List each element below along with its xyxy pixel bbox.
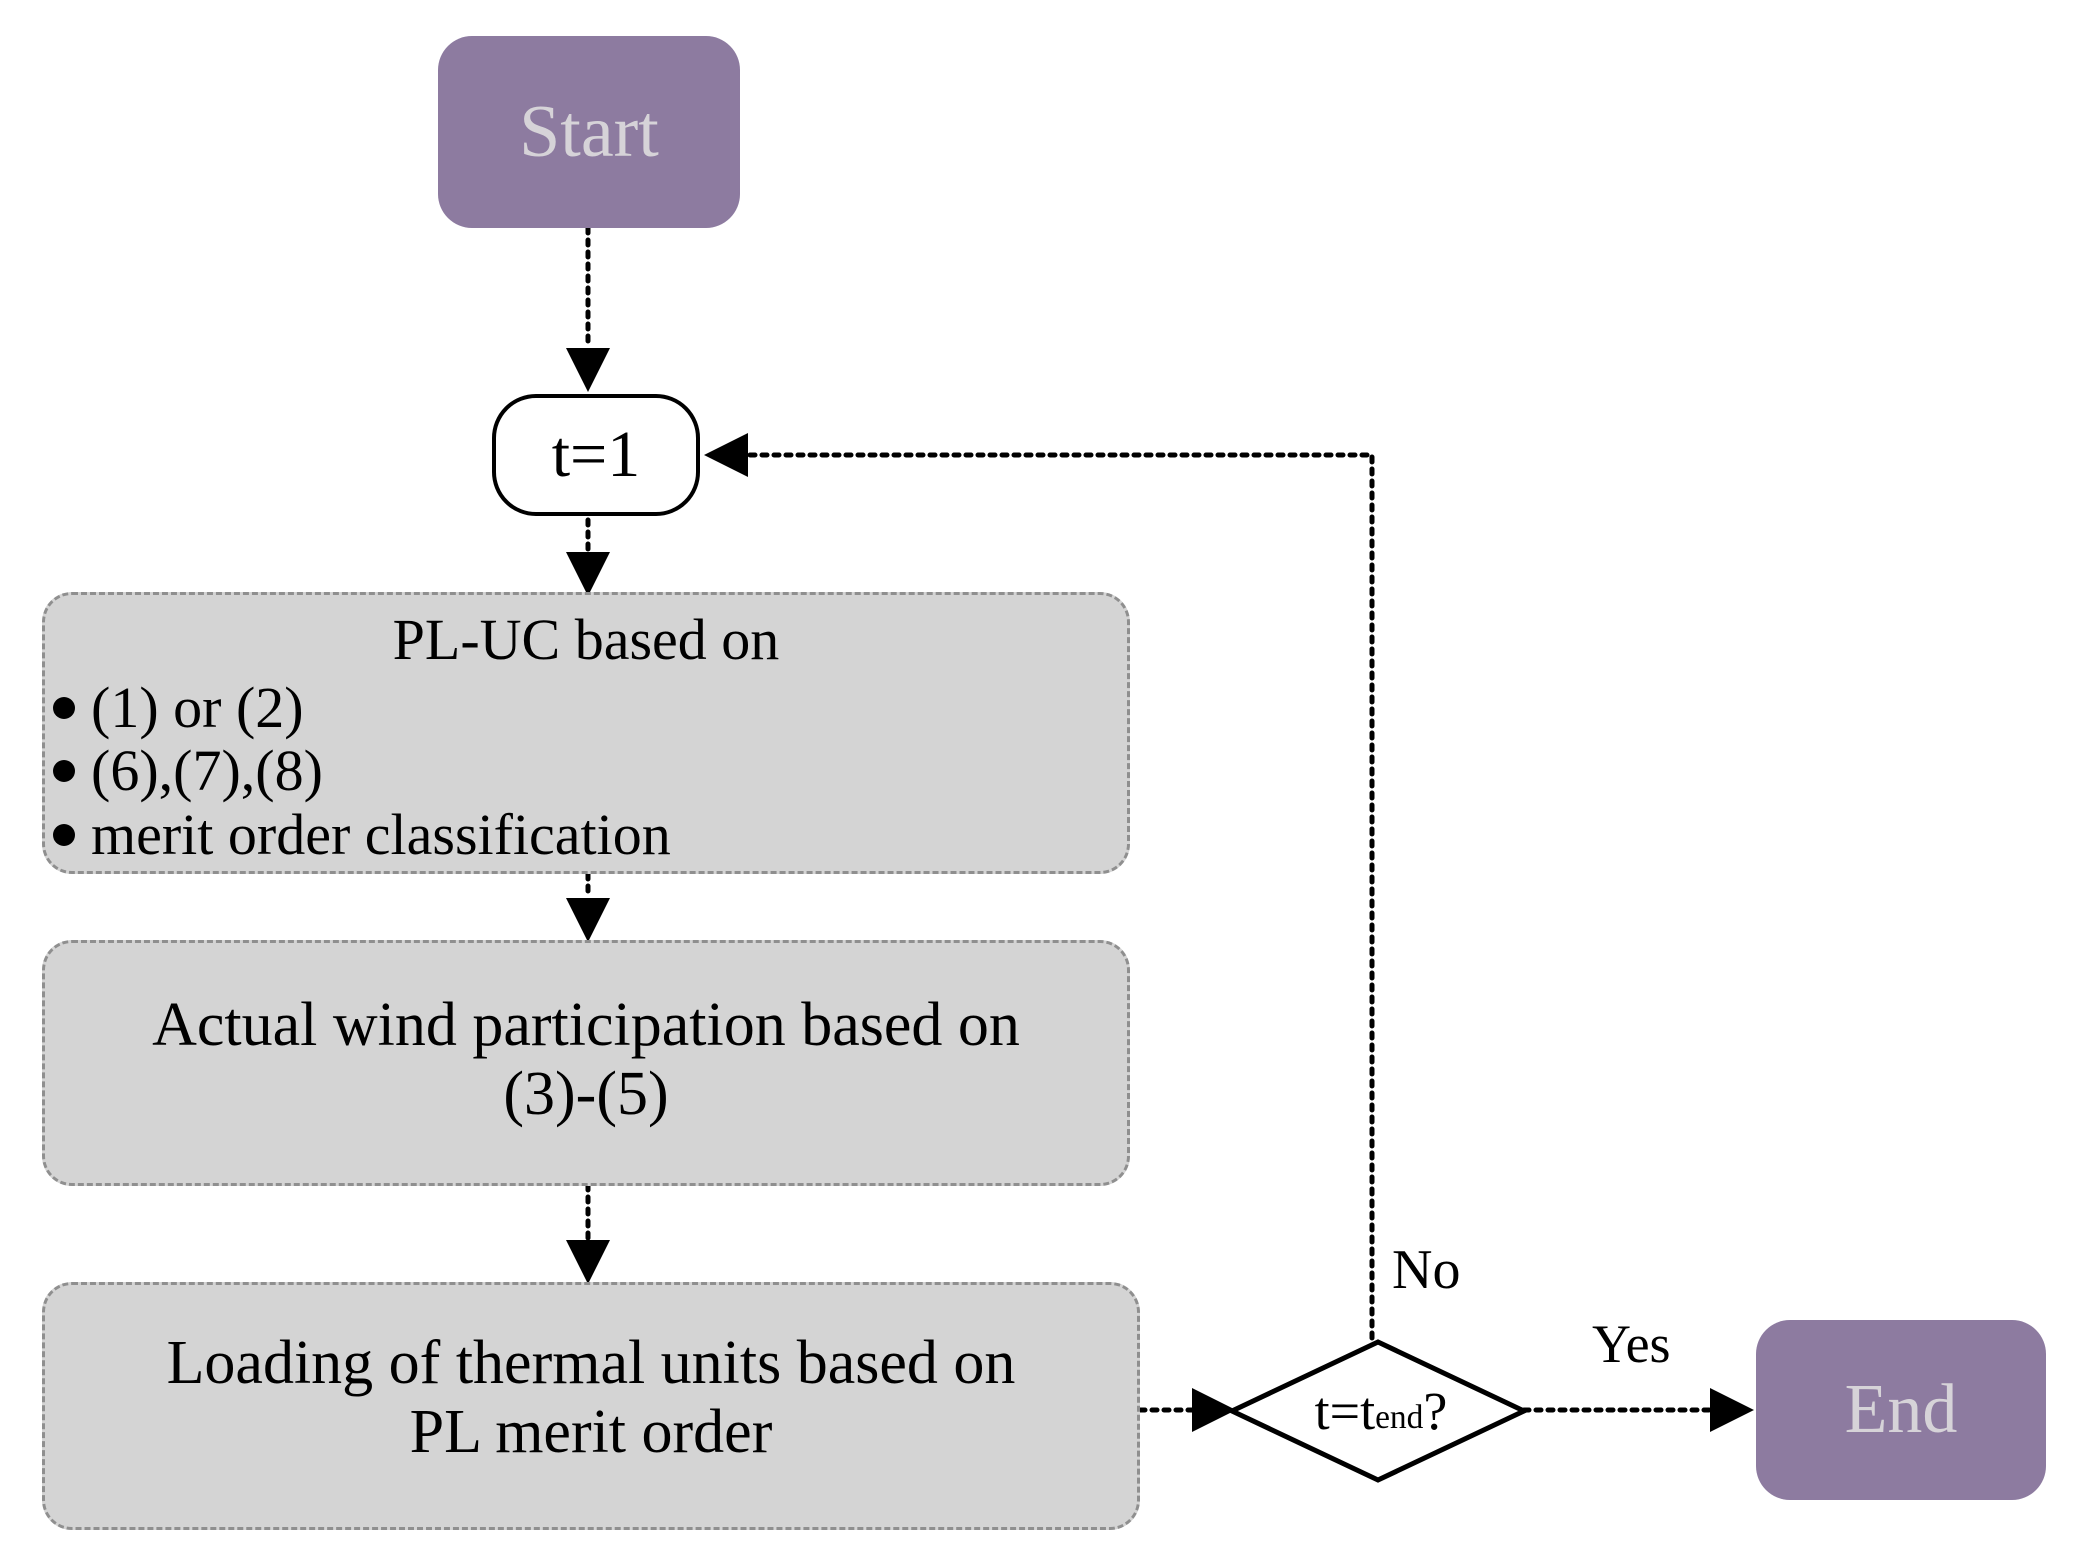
list-item: (1) or (2) [45, 674, 1127, 740]
edge-label-yes: Yes [1592, 1314, 1671, 1374]
node-loading-line-1: Loading of thermal units based on [166, 1329, 1016, 1397]
node-pl-uc[interactable]: PL-UC based on (1) or (2) (6),(7),(8) me… [42, 592, 1130, 874]
node-pl-uc-bullet-2: (6),(7),(8) [91, 738, 323, 804]
node-pl-uc-title: PL-UC based on [392, 607, 780, 672]
node-decision-label-prefix: t=t [1314, 1381, 1376, 1441]
node-decision-label-subscript: end [1375, 1399, 1424, 1437]
node-pl-uc-bullet-list: (1) or (2) (6),(7),(8) merit order class… [45, 674, 1127, 867]
edge-wind-to-loading [566, 1182, 610, 1284]
node-start[interactable]: Start [438, 36, 740, 228]
list-item: merit order classification [45, 803, 1127, 867]
node-pl-uc-bullet-3: merit order classification [91, 802, 671, 868]
diamond-shape-icon [1228, 1339, 1528, 1483]
node-thermal-loading[interactable]: Loading of thermal units based on PL mer… [42, 1282, 1140, 1530]
edge-pluc-to-wind [566, 871, 610, 942]
node-wind-line-1: Actual wind participation based on [152, 991, 1020, 1059]
edge-start-to-init [566, 225, 610, 392]
edge-label-no: No [1392, 1239, 1461, 1301]
bullet-dot-icon [53, 696, 75, 719]
node-loading-line-2: PL merit order [409, 1398, 773, 1467]
node-wind-participation[interactable]: Actual wind participation based on (3)-(… [42, 940, 1130, 1186]
node-pl-uc-bullet-1: (1) or (2) [91, 674, 304, 740]
edge-decision-to-end [1521, 1388, 1754, 1432]
edge-init-to-pluc [566, 505, 610, 596]
node-end[interactable]: End [1756, 1320, 2046, 1500]
list-item: (6),(7),(8) [45, 739, 1127, 803]
node-end-label: End [1844, 1371, 1958, 1448]
node-init-label: t=1 [551, 418, 641, 491]
edge-loading-to-decision [1137, 1388, 1236, 1432]
node-init[interactable]: t=1 [492, 394, 700, 516]
node-decision-label-suffix: ? [1423, 1381, 1448, 1441]
node-start-label: Start [519, 90, 659, 173]
bullet-dot-icon [53, 824, 75, 847]
node-wind-line-2: (3)-(5) [503, 1060, 669, 1129]
edge-decision-to-init-no [704, 433, 1375, 1353]
bullet-dot-icon [53, 760, 75, 783]
